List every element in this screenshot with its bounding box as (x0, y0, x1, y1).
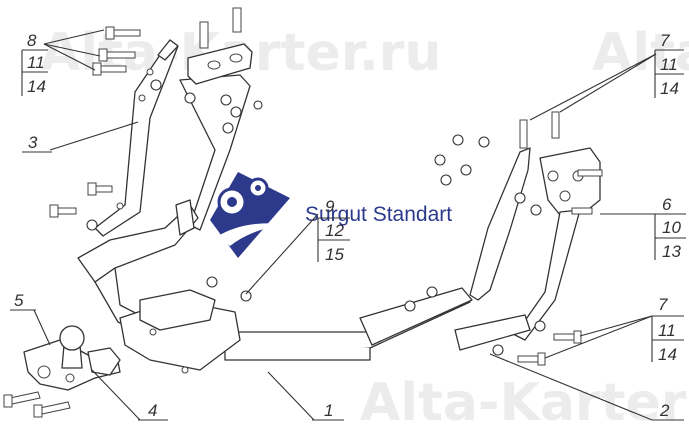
callout-7-11-14-bottom-b: 11 (658, 321, 676, 340)
nuts-left (86, 79, 263, 231)
callout-3-label: 3 (28, 133, 38, 152)
callout-part-3: 3 (22, 121, 139, 153)
top-mounting-plate (187, 7, 253, 85)
callout-9-12-15-b: 12 (325, 221, 344, 240)
callout-part-2: 2 (489, 353, 684, 421)
callout-6-10-13-a: 6 (662, 195, 672, 214)
callout-4-label: 4 (148, 401, 157, 420)
callout-7-11-14-bottom: 7 11 14 (544, 295, 684, 364)
callout-7-11-14-bottom-a: 7 (658, 295, 668, 314)
callout-9-12-15: 9 12 15 (245, 197, 350, 295)
callout-7-11-14-top-c: 14 (660, 79, 679, 98)
bolts-tow-plate (3, 391, 71, 418)
bolts-left-top (49, 26, 141, 218)
callout-8-11-14: 8 11 14 (21, 29, 105, 96)
callout-part-4: 4 (91, 369, 168, 421)
callout-6-10-13-b: 10 (662, 218, 681, 237)
callout-8-11-14-c: 14 (27, 77, 46, 96)
watermark-bottom: Alta-Karter (360, 373, 687, 426)
callout-2-label: 2 (659, 401, 670, 420)
callout-5-label: 5 (14, 291, 24, 310)
callout-6-10-13: 6 10 13 (600, 195, 686, 261)
bolts-right (517, 169, 603, 366)
logo-text: Surgut Standart (305, 203, 452, 226)
callout-part-5: 5 (10, 291, 51, 346)
callout-7-11-14-bottom-c: 14 (658, 345, 677, 364)
callout-8-11-14-a: 8 (27, 31, 37, 50)
callout-7-11-14-top-a: 7 (660, 31, 670, 50)
callout-9-12-15-a: 9 (325, 197, 335, 216)
callout-7-11-14-top-b: 11 (660, 55, 678, 74)
tow-ball-assembly (23, 325, 121, 391)
nuts-right (206, 134, 546, 356)
callout-8-11-14-b: 11 (27, 53, 45, 72)
callout-6-10-13-c: 13 (662, 242, 681, 261)
callout-part-1: 1 (267, 371, 344, 421)
surgut-standart-logo: Surgut Standart (210, 172, 452, 258)
callout-9-12-15-c: 15 (325, 245, 344, 264)
watermark-top-right: Alta (592, 23, 689, 83)
right-mounting-bracket (454, 111, 601, 351)
callout-1-label: 1 (324, 401, 333, 420)
callout-7-11-14-top: 7 11 14 (529, 31, 684, 121)
main-cross-beam (77, 199, 473, 374)
